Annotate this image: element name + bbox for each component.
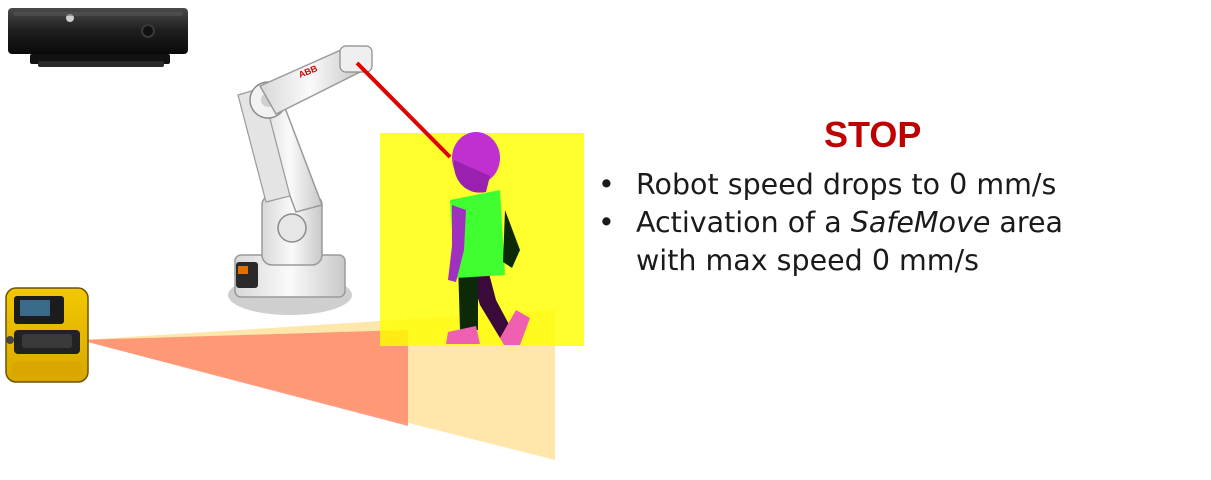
stop-bullet-list: • Robot speed drops to 0 mm/s • Activati… — [598, 166, 1210, 280]
bullet-marker: • — [598, 168, 615, 201]
bullet-marker: • — [598, 206, 615, 239]
bullet-robot-speed: • Robot speed drops to 0 mm/s — [598, 166, 1210, 204]
safemove-term: SafeMove — [850, 206, 991, 239]
proximity-line — [355, 61, 452, 159]
bullet-safemove-text-after: area — [990, 206, 1063, 239]
scanner-fields — [80, 310, 555, 460]
bullet-safemove-activation: • Activation of a SafeMove area with max… — [598, 204, 1210, 280]
walking-person-icon — [446, 132, 530, 345]
protective-field — [80, 330, 408, 426]
bullet-robot-speed-text: Robot speed drops to 0 mm/s — [636, 168, 1057, 201]
kinect-camera-icon — [8, 8, 188, 67]
safety-laser-scanner-icon — [5, 287, 89, 383]
bullet-safemove-text-before: Activation of a — [636, 206, 851, 239]
stop-title: STOP — [824, 114, 922, 155]
industrial-robot-arm-icon: ABB — [228, 44, 373, 315]
bullet-safemove-continuation: with max speed 0 mm/s — [636, 244, 980, 277]
